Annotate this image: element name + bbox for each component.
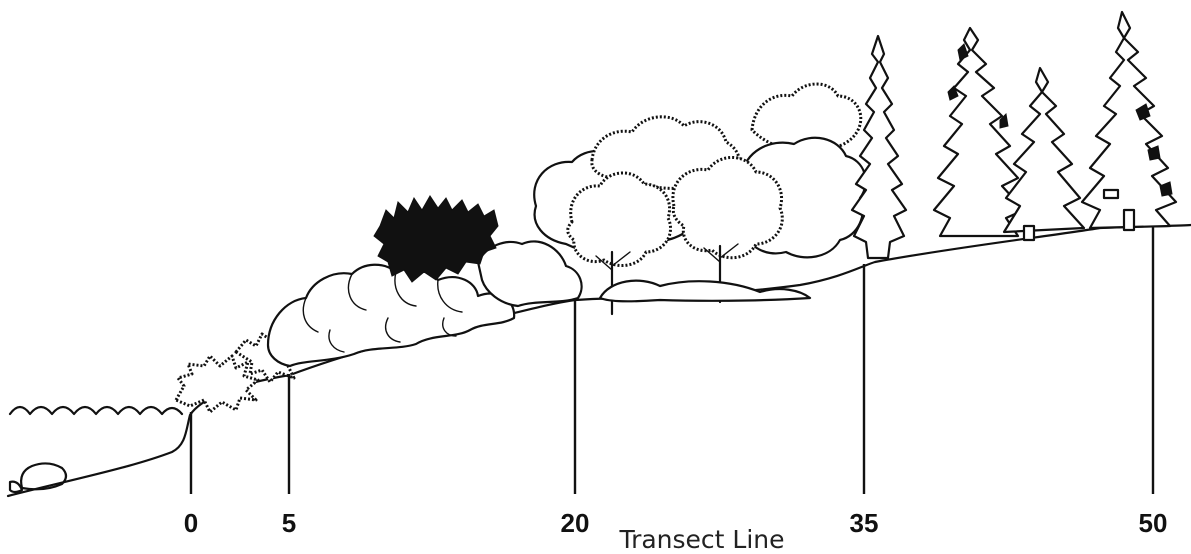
deciduous-tree-icon <box>533 82 867 316</box>
rock-icon <box>8 462 68 494</box>
marker-label-5: 5 <box>282 508 296 538</box>
marker-label-35: 35 <box>850 508 879 538</box>
transect-title: Transect Line <box>618 525 784 554</box>
dense-shrub-icon <box>373 195 499 283</box>
ground-line <box>6 223 1191 498</box>
transect-markers <box>189 226 1155 494</box>
marker-label-50: 50 <box>1139 508 1168 538</box>
shrub-icon <box>266 240 583 368</box>
marker-label-20: 20 <box>561 508 590 538</box>
conifer-tree-icon <box>850 10 1178 260</box>
transect-marker-labels: 0 5 20 35 50 <box>184 508 1168 538</box>
marker-label-0: 0 <box>184 508 198 538</box>
shrub-icon <box>174 332 300 414</box>
water-waves-icon <box>8 405 184 416</box>
